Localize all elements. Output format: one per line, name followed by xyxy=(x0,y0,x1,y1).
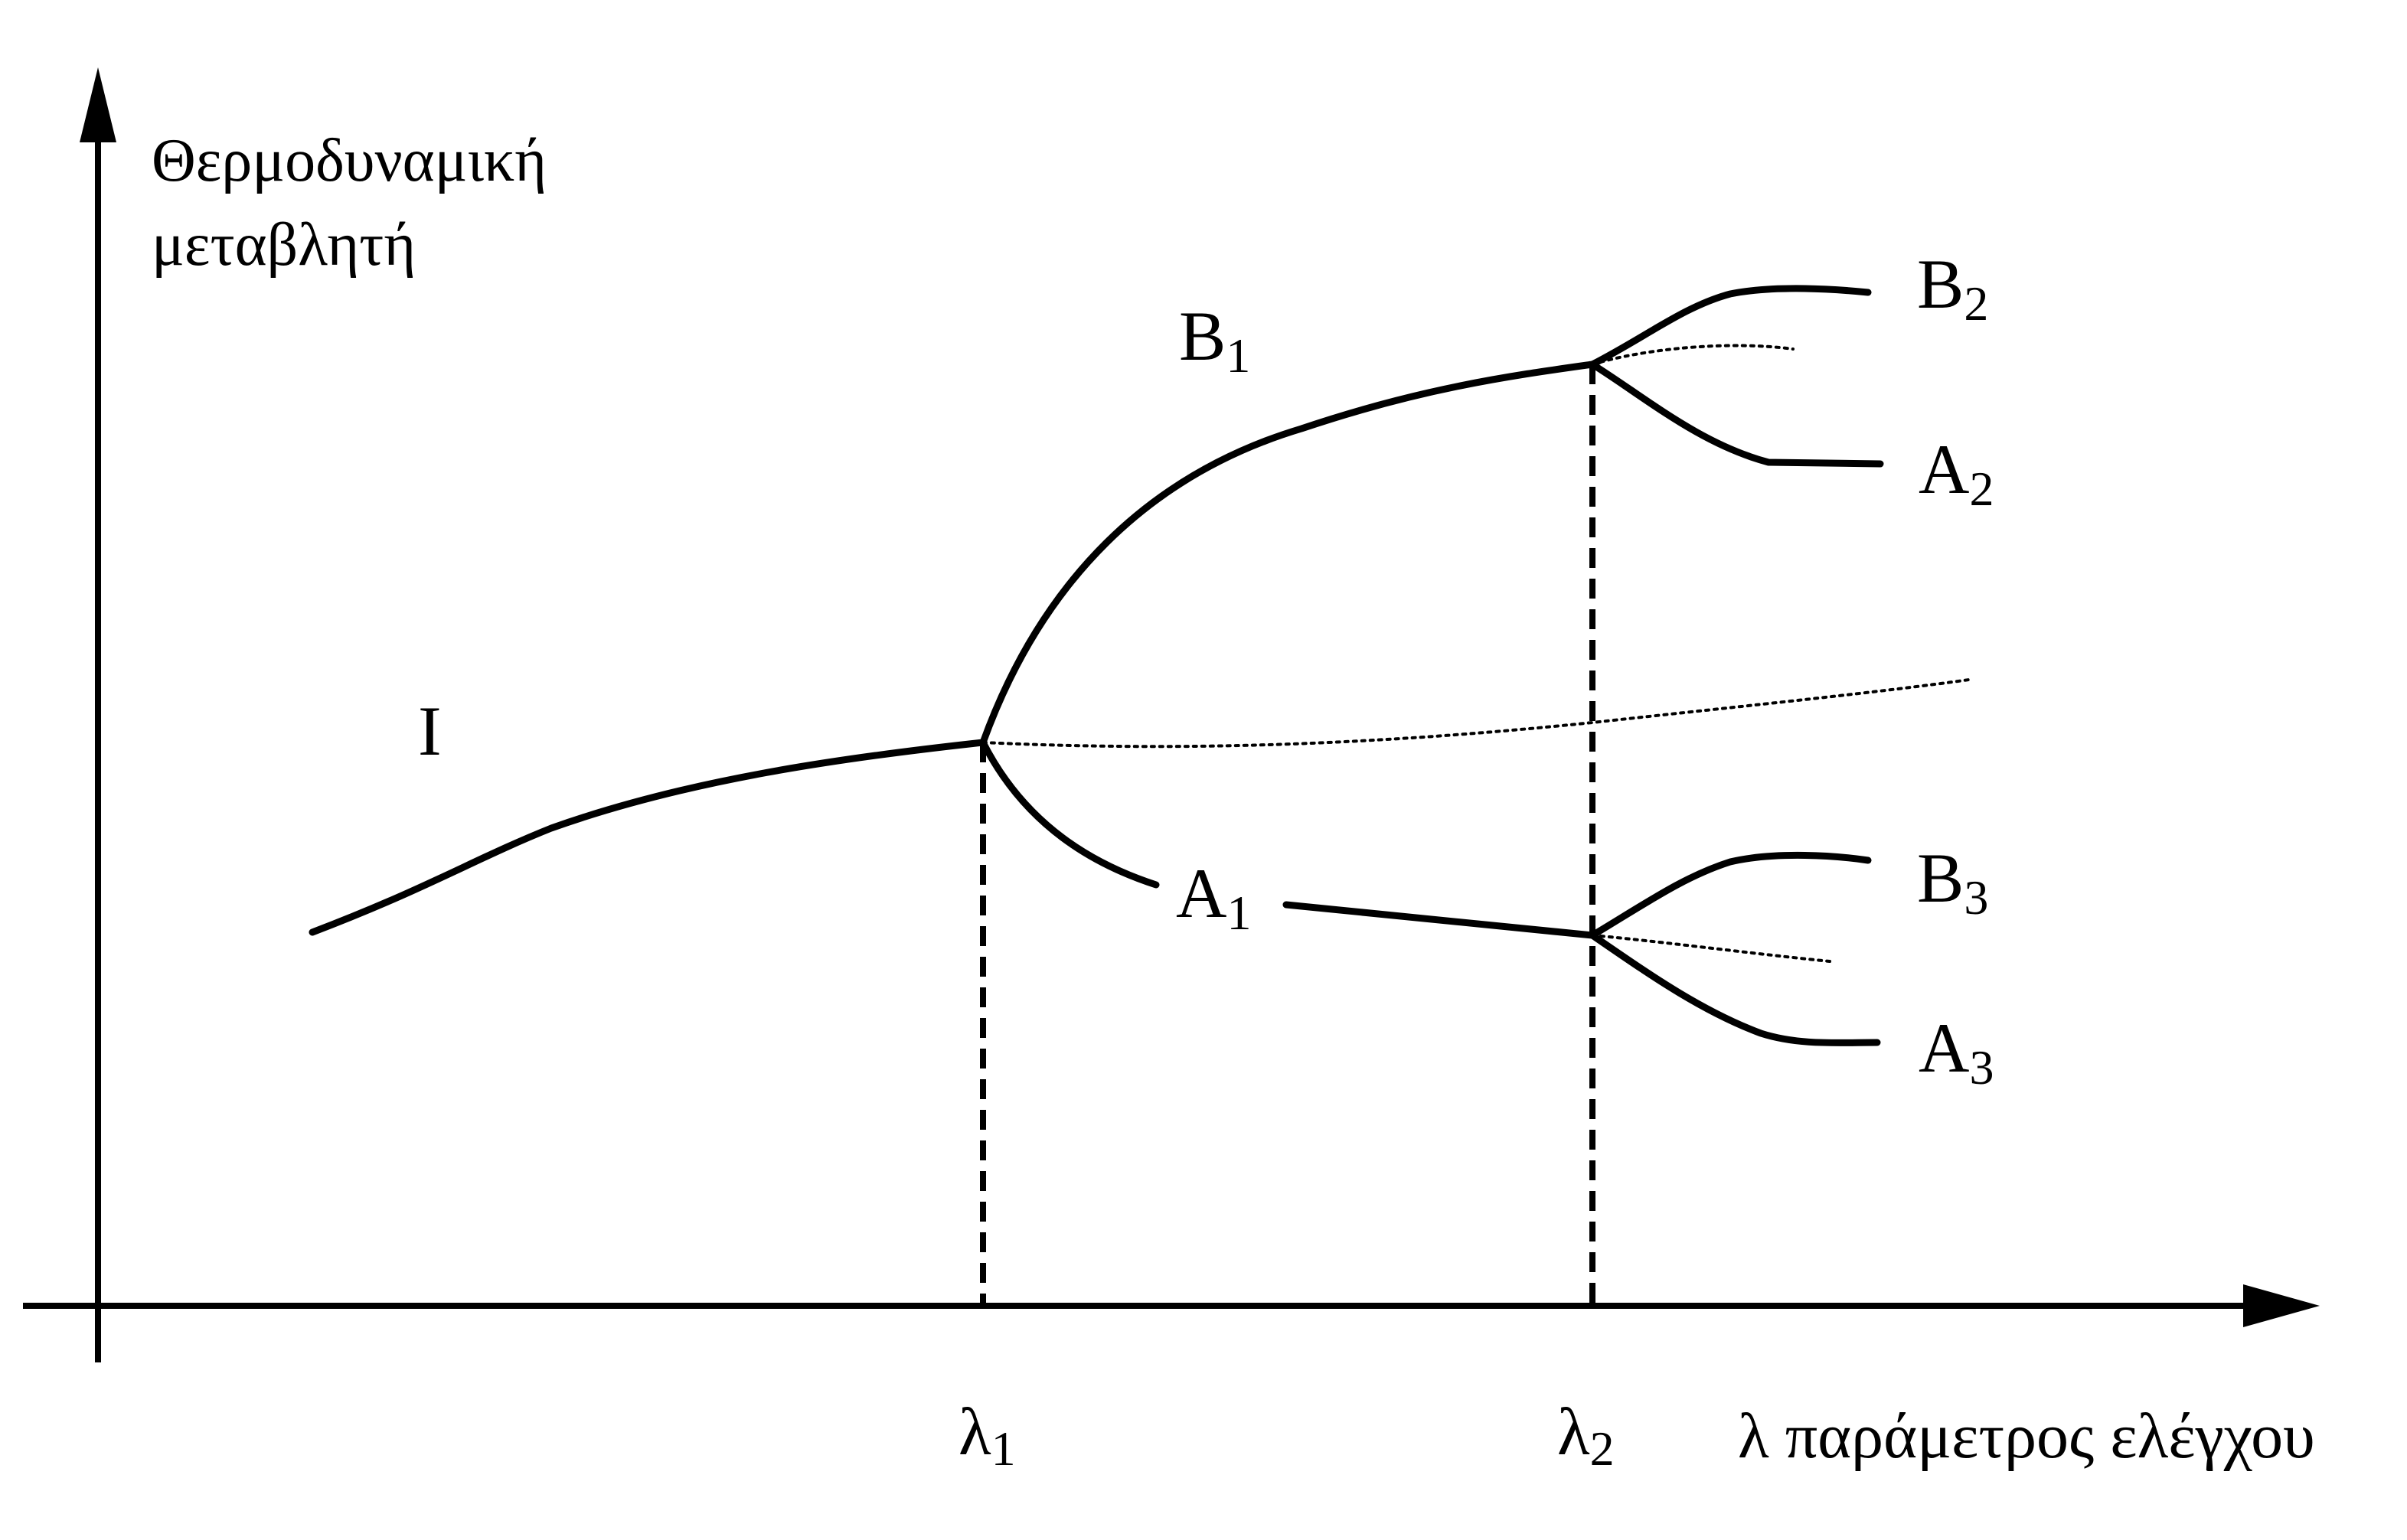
branch-B3-label: B3 xyxy=(1917,839,1988,925)
branch-B1-unstable-continuation xyxy=(1591,344,1795,366)
branch-A3-label: A3 xyxy=(1919,1009,1994,1095)
x-axis-label: λ παράμετρος ελέγχου xyxy=(1738,1401,2315,1472)
branch-A1-unstable-continuation xyxy=(1591,934,1831,963)
lambda1-label: λ1 xyxy=(959,1395,1016,1476)
branch-I-label: I xyxy=(418,692,442,770)
branch-B3-curve xyxy=(1589,851,1872,939)
branch-I-curve xyxy=(309,739,987,936)
branch-B1-curve xyxy=(979,361,1596,746)
branch-A3-curve xyxy=(1589,932,1881,1046)
branch-A1-curve-lower xyxy=(1282,901,1596,939)
lambda2-label: λ2 xyxy=(1557,1395,1615,1476)
y-axis-arrowhead xyxy=(80,67,116,142)
branch-A1-curve-upper xyxy=(979,739,1160,889)
branch-A1-label: A1 xyxy=(1176,854,1251,940)
branch-B1-label: B1 xyxy=(1179,297,1250,383)
x-axis-arrowhead xyxy=(2243,1284,2320,1327)
y-axis-label-line2: μεταβλητή xyxy=(152,211,416,279)
y-axis-label-line1: Θερμοδυναμική xyxy=(152,127,547,194)
branch-A2-label: A2 xyxy=(1919,430,1994,516)
branch-I-unstable-continuation xyxy=(981,678,1971,749)
branch-B2-curve xyxy=(1589,285,1872,368)
branch-B2-label: B2 xyxy=(1917,245,1988,331)
branch-A2-curve xyxy=(1589,361,1884,468)
